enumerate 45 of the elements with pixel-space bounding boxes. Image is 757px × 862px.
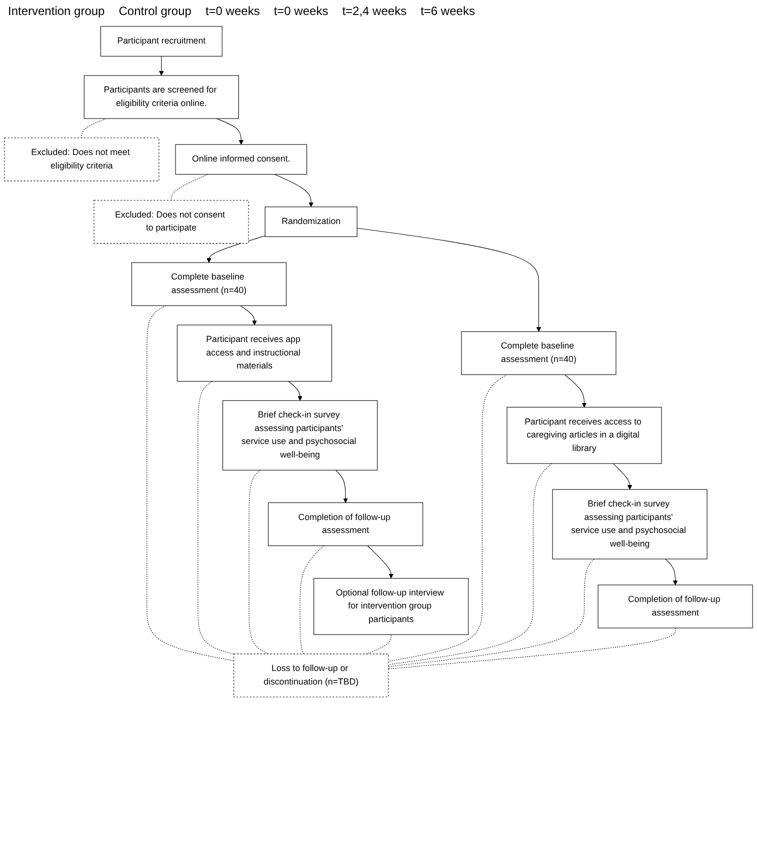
node-box: Participant recruitment bbox=[100, 26, 222, 56]
node-box: Excluded: Does not consent to participate bbox=[94, 200, 249, 244]
node-box: Participant receives access to caregiving articles in a digital library bbox=[506, 406, 662, 464]
note-label: Control group bbox=[118, 4, 192, 18]
node-box: Brief check-in survey assessing participants' service use and psychosocial well-being bbox=[222, 400, 378, 470]
connector bbox=[146, 305, 234, 662]
connector bbox=[170, 174, 208, 201]
note-label: Intervention group bbox=[8, 4, 105, 18]
arrow bbox=[367, 545, 394, 579]
node-box: Participant receives app access and instructional materials bbox=[176, 324, 332, 382]
arrow bbox=[288, 381, 302, 401]
arrow bbox=[356, 228, 542, 332]
node-box: Completion of follow-up assessment bbox=[598, 584, 753, 628]
connector bbox=[388, 558, 594, 667]
arrow bbox=[612, 463, 632, 490]
node-box: Excluded: Does not meet eligibility criteria bbox=[4, 138, 160, 182]
node-box: Complete baseline assessment (n=40) bbox=[461, 331, 616, 375]
connector bbox=[198, 381, 234, 654]
node-box: Optional follow-up interview for intervention group participants bbox=[314, 578, 469, 635]
node-box: Loss to follow-up or discontinuation (n=TBD) bbox=[234, 654, 389, 698]
arrow bbox=[564, 374, 587, 408]
note-label: t=2,4 weeks bbox=[342, 4, 407, 18]
connector bbox=[300, 545, 324, 654]
arrow bbox=[240, 305, 257, 326]
arrow bbox=[335, 470, 348, 503]
node-box: Completion of follow-up assessment bbox=[268, 502, 424, 546]
connector bbox=[388, 628, 676, 670]
node-box: Online informed consent. bbox=[175, 144, 308, 175]
note-label: t=6 weeks bbox=[420, 4, 475, 18]
connector bbox=[366, 634, 392, 654]
node-box: Randomization bbox=[264, 206, 358, 237]
arrow bbox=[206, 236, 266, 263]
note-label: t=0 weeks bbox=[205, 4, 260, 18]
connector bbox=[388, 374, 507, 662]
arrow bbox=[158, 56, 164, 76]
connector bbox=[81, 118, 107, 138]
node-box: Brief check-in survey assessing participants' service use and psychosocial well-being bbox=[552, 489, 708, 560]
connector bbox=[388, 463, 552, 665]
arrow bbox=[665, 558, 678, 586]
arrow bbox=[216, 118, 244, 145]
node-box: Complete baseline assessment (n=40) bbox=[131, 262, 286, 306]
node-box: Participants are screened for eligibility criteria online. bbox=[84, 75, 239, 119]
arrow bbox=[274, 174, 314, 208]
connector bbox=[248, 470, 268, 654]
note-label: t=0 weeks bbox=[274, 4, 328, 18]
